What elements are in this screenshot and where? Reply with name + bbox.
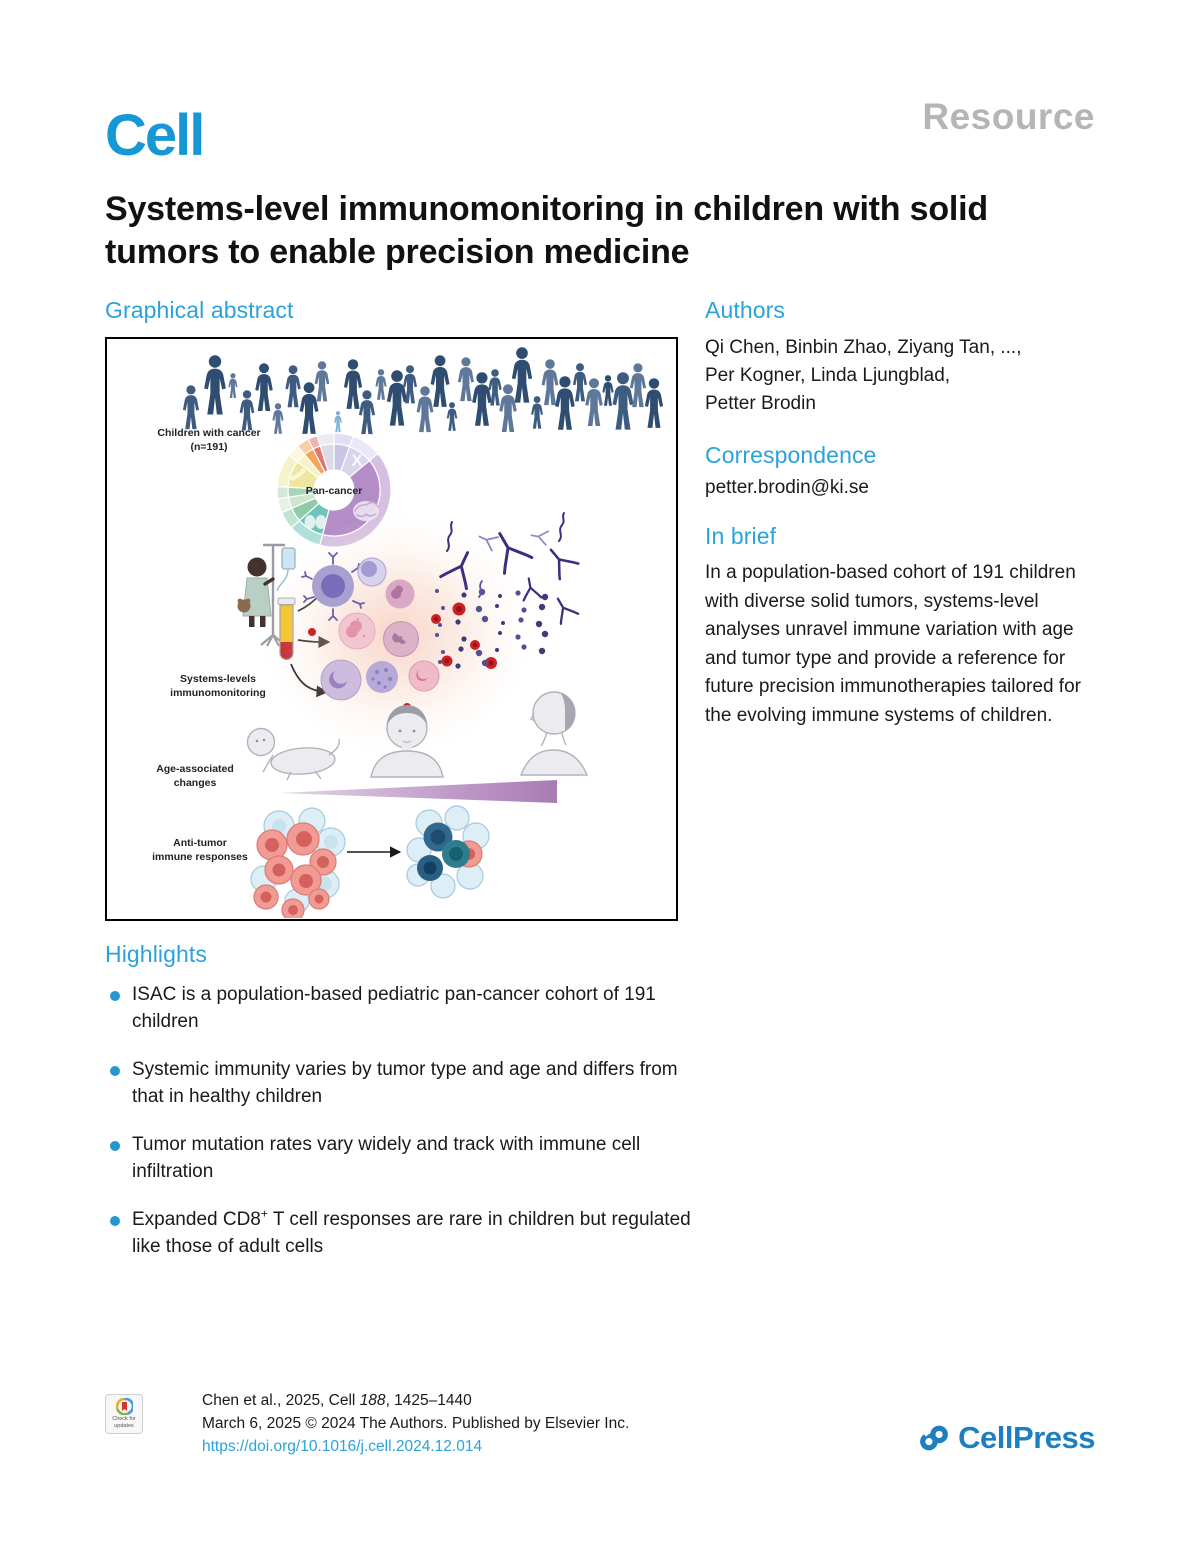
correspondence-email[interactable]: petter.brodin@ki.se <box>705 477 869 499</box>
red-blood-cells <box>308 602 497 712</box>
antitumor-label-line2: immune responses <box>152 851 248 863</box>
graphical-abstract-heading: Graphical abstract <box>105 297 294 324</box>
age-gradient-wedge <box>279 780 557 804</box>
antibody-icons <box>439 512 580 626</box>
highlight-item: ISAC is a population-based pediatric pan… <box>105 982 705 1036</box>
cellpress-wordmark: CellPress <box>958 1420 1095 1455</box>
monitoring-label-line1: Systems-levels <box>180 673 256 685</box>
footer: Check for updates Chen et al., 2025, Cel… <box>105 1390 1095 1459</box>
age-figures-illustration <box>246 691 589 781</box>
highlights-list: ISAC is a population-based pediatric pan… <box>105 982 705 1261</box>
doi-link[interactable]: https://doi.org/10.1016/j.cell.2024.12.0… <box>202 1437 483 1455</box>
highlight-item: Tumor mutation rates vary widely and tra… <box>105 1132 705 1186</box>
crowd-of-children-icons <box>182 347 664 435</box>
page-title: Systems-level immunomonitoring in childr… <box>105 189 988 271</box>
authors-heading: Authors <box>705 297 785 324</box>
cell-journal-logo: Cell <box>105 103 205 168</box>
citation-block: Chen et al., 2025, Cell 188, 1425–1440 M… <box>202 1390 629 1459</box>
correspondence-heading: Correspondence <box>705 442 877 469</box>
bone-icon <box>290 468 306 482</box>
bullet-dot <box>110 1141 120 1152</box>
bullet-dot <box>110 1216 120 1227</box>
bullet-dot <box>110 1066 120 1077</box>
crossmark-icon <box>115 1398 133 1416</box>
tumor-cluster-after <box>406 805 490 900</box>
in-brief-text: In a population-based cohort of 191 chil… <box>705 562 1081 726</box>
author-line: Per Kogner, Linda Ljungblad, <box>705 365 951 387</box>
badge-text-line2: updates <box>114 1423 134 1429</box>
badge-text-line1: Check for <box>112 1416 136 1423</box>
graphical-abstract-svg: Children with cancer (n=191) Pan-cancer … <box>152 347 664 919</box>
in-brief-heading: In brief <box>705 523 777 550</box>
tumor-cluster-before <box>250 807 346 919</box>
highlights-heading: Highlights <box>105 941 207 968</box>
highlight-item: Expanded CD8+ T cell responses are rare … <box>105 1207 705 1261</box>
antitumor-label-line1: Anti-tumor <box>173 837 227 849</box>
cohort-label-line2: (n=191) <box>190 441 227 453</box>
masthead: Cell Resource <box>105 96 1095 168</box>
paper-cover-page: Cell Resource Systems-level immunomonito… <box>105 96 1095 1261</box>
graphical-abstract-figure: Children with cancer (n=191) Pan-cancer … <box>105 337 678 922</box>
cohort-label-line1: Children with cancer <box>157 427 260 439</box>
chromosome-x-icon: X <box>351 451 363 470</box>
plasma-protein-dots <box>435 589 549 670</box>
cellpress-mark-icon <box>920 1425 949 1451</box>
pie-center-label: Pan-cancer <box>306 485 363 497</box>
age-label-line2: changes <box>174 777 217 789</box>
monitoring-label-line2: immunomonitoring <box>170 687 266 699</box>
check-for-updates-badge[interactable]: Check for updates <box>105 1394 143 1434</box>
bullet-dot <box>110 991 120 1002</box>
citation-line: Chen et al., 2025, Cell 188, 1425–1440 <box>202 1392 472 1409</box>
kidney-icon <box>304 515 327 530</box>
article-type-label: Resource <box>922 96 1095 137</box>
cellpress-logo: CellPress <box>916 1420 1095 1456</box>
author-line: Petter Brodin <box>705 393 816 415</box>
copyright-line: March 6, 2025 © 2024 The Authors. Publis… <box>202 1414 630 1432</box>
author-line: Qi Chen, Binbin Zhao, Ziyang Tan, ..., <box>705 337 1022 359</box>
highlight-item: Systemic immunity varies by tumor type a… <box>105 1057 705 1111</box>
immune-cells-illustration <box>301 552 440 701</box>
age-label-line1: Age-associated <box>156 763 234 775</box>
author-list: Qi Chen, Binbin Zhao, Ziyang Tan, ..., P… <box>705 334 1095 418</box>
